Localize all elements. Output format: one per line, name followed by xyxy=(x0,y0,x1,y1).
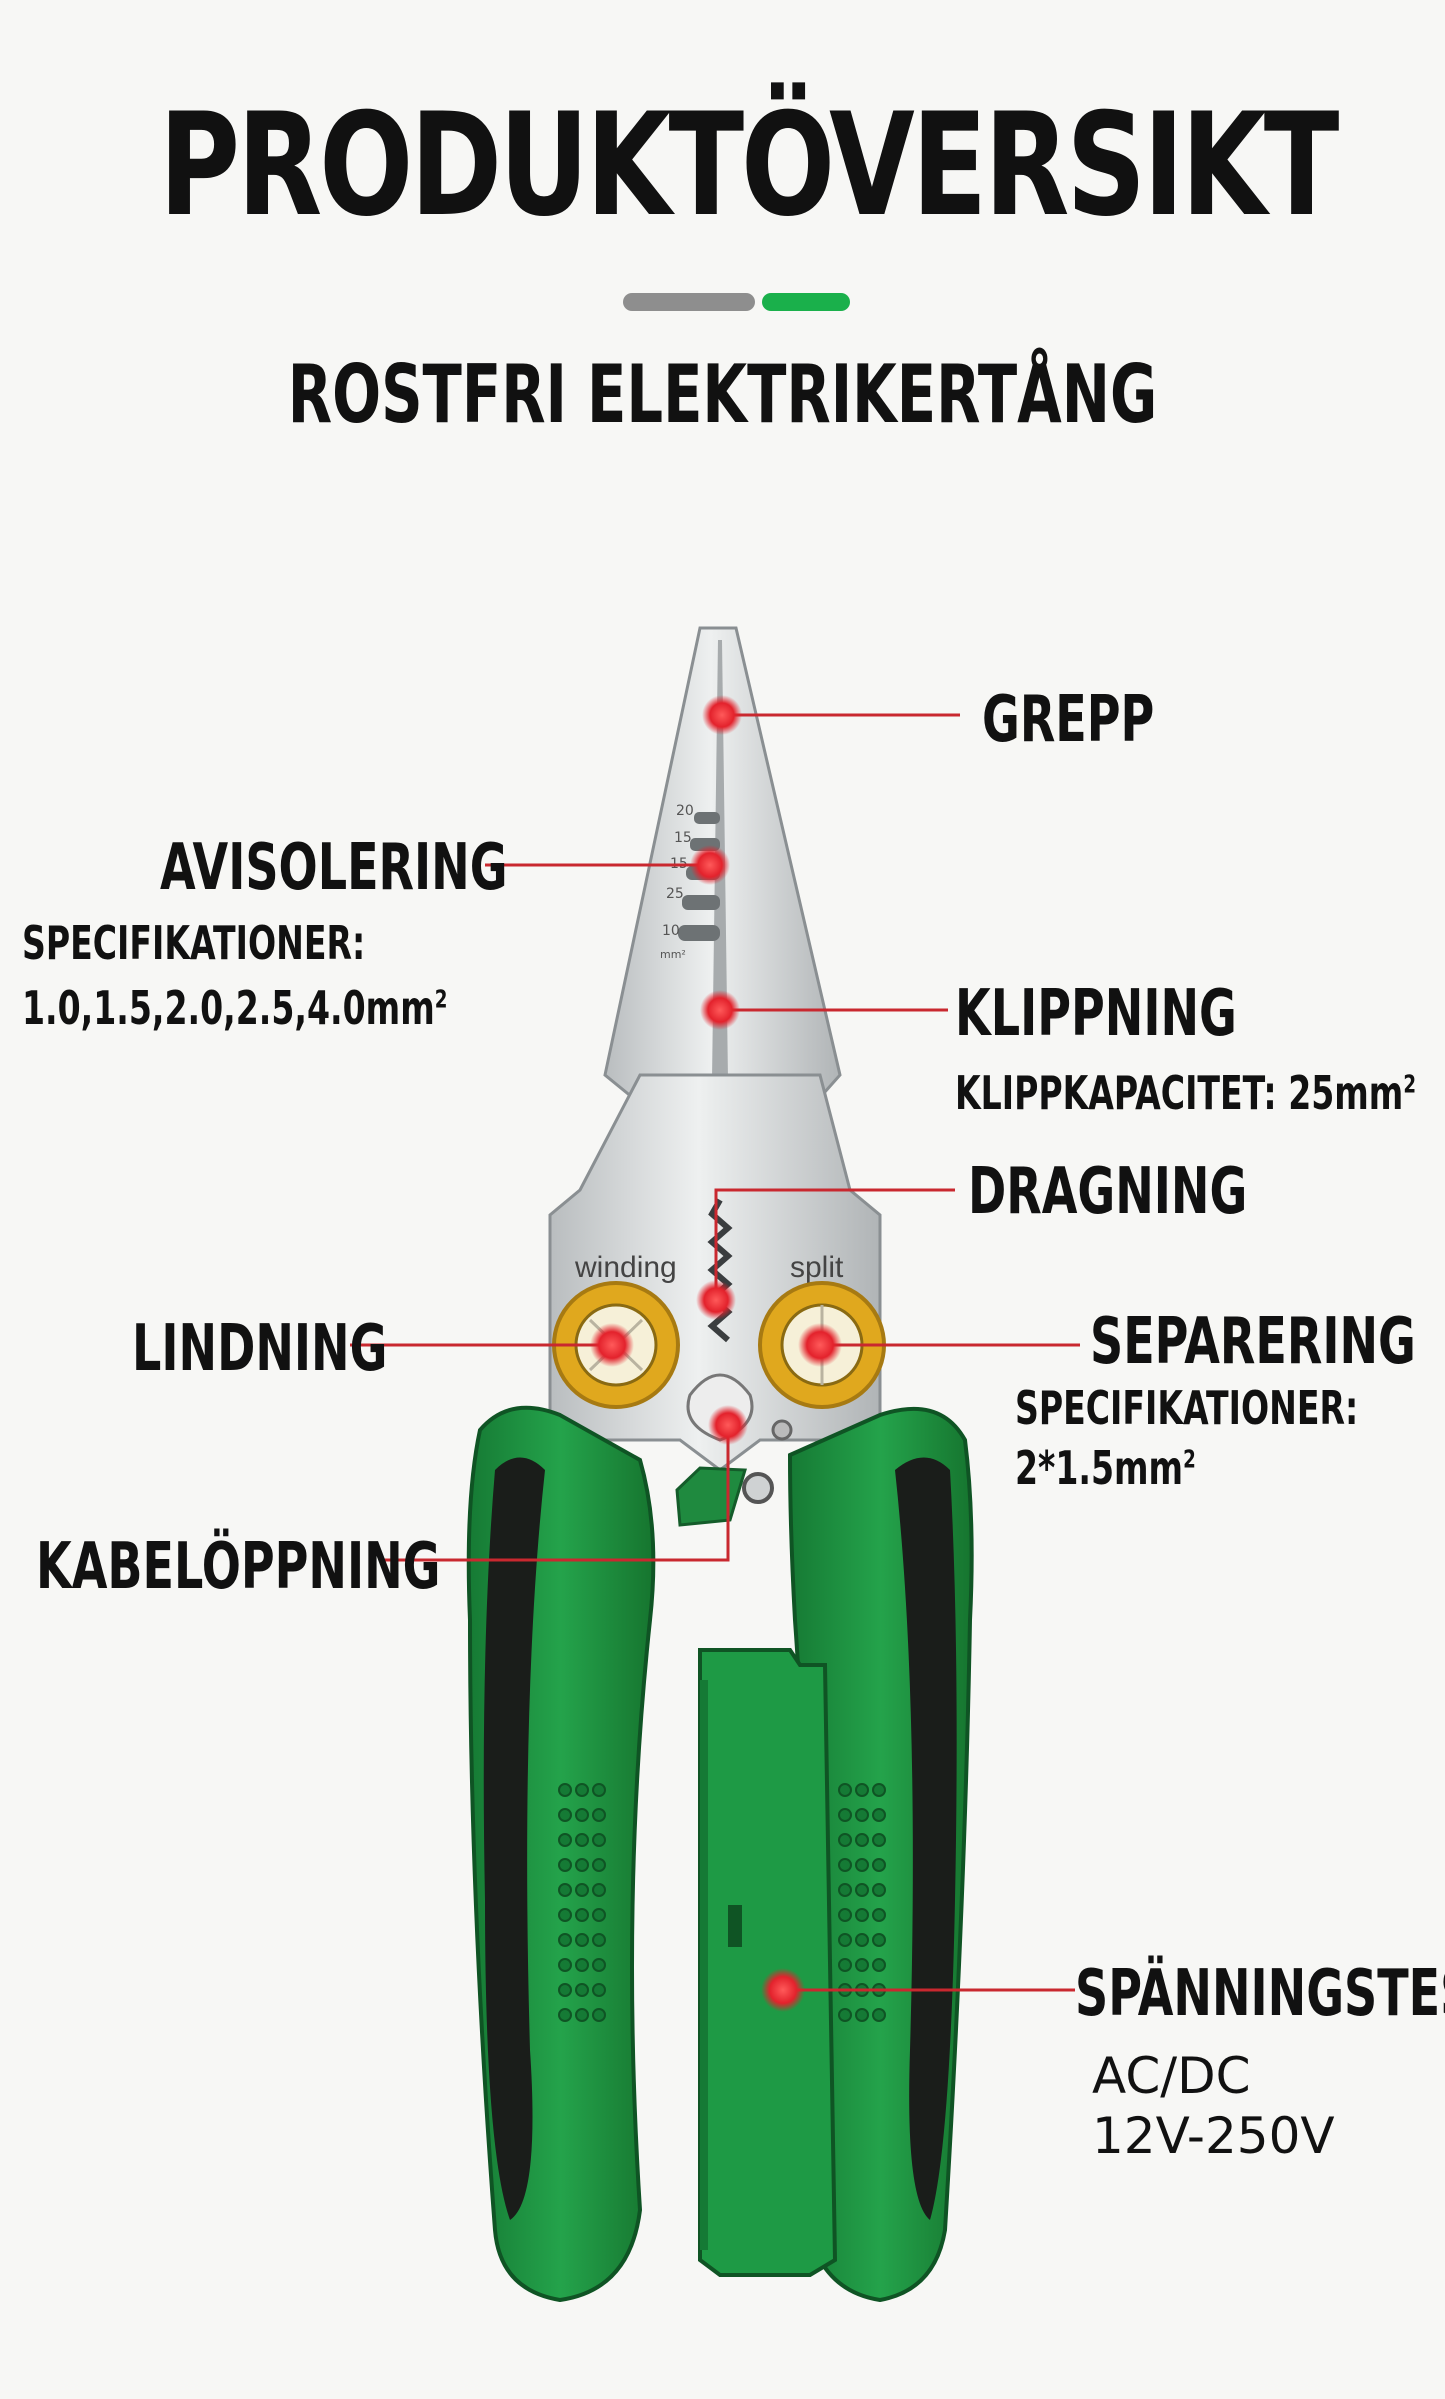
svg-text:10: 10 xyxy=(662,923,680,939)
page-title: PRODUKTÖVERSIKT xyxy=(158,83,1339,248)
voltage-tester xyxy=(698,1648,838,2277)
callout-lines xyxy=(350,713,1080,1992)
print-split: split xyxy=(790,1251,844,1284)
right-grip-dots xyxy=(838,1783,886,2022)
print-winding: winding xyxy=(574,1251,677,1284)
callout-markers xyxy=(590,695,842,2012)
title-divider-green xyxy=(762,293,850,311)
right-handle-grip xyxy=(895,1457,957,2220)
left-grip-dots xyxy=(558,1783,606,2022)
title-divider-gray xyxy=(623,293,755,311)
separering-spec-title: SPECIFIKATIONER: xyxy=(1015,1381,1359,1435)
label-dragning: DRAGNING xyxy=(968,1155,1248,1229)
label-kabeloppning: KABELÖPPNING xyxy=(36,1530,441,1604)
page-subtitle: ROSTFRI ELEKTRIKERTÅNG xyxy=(287,348,1158,441)
spanningstest-line1: AC/DC xyxy=(1092,2047,1251,2105)
spanningstest-line2: 12V-250V xyxy=(1092,2107,1335,2165)
scale-marks: 20 15 15 25 10 mm² xyxy=(660,803,694,961)
label-klippning: KLIPPNING xyxy=(955,977,1237,1051)
svg-text:20: 20 xyxy=(676,803,694,819)
left-handle-grip xyxy=(483,1457,545,2220)
separering-spec-value: 2*1.5mm2 xyxy=(1015,1441,1196,1495)
svg-text:mm²: mm² xyxy=(660,948,686,961)
svg-text:25: 25 xyxy=(666,886,684,902)
avisolering-spec-value: 1.0,1.5,2.0,2.5,4.0mm2 xyxy=(22,981,448,1035)
svg-text:15: 15 xyxy=(674,830,692,846)
label-separering: SEPARERING xyxy=(1090,1305,1416,1379)
spring-clip xyxy=(675,1466,747,1527)
avisolering-spec-title: SPECIFIKATIONER: xyxy=(22,916,366,970)
tester-slot xyxy=(728,1905,742,1947)
label-avisolering: AVISOLERING xyxy=(160,831,508,905)
label-grepp: GREPP xyxy=(982,683,1155,757)
label-lindning: LINDNING xyxy=(132,1312,388,1386)
klippning-spec: KLIPPKAPACITET: 25mm2 xyxy=(955,1066,1417,1120)
label-spanningstest: SPÄNNINGSTEST xyxy=(1075,1957,1445,2031)
